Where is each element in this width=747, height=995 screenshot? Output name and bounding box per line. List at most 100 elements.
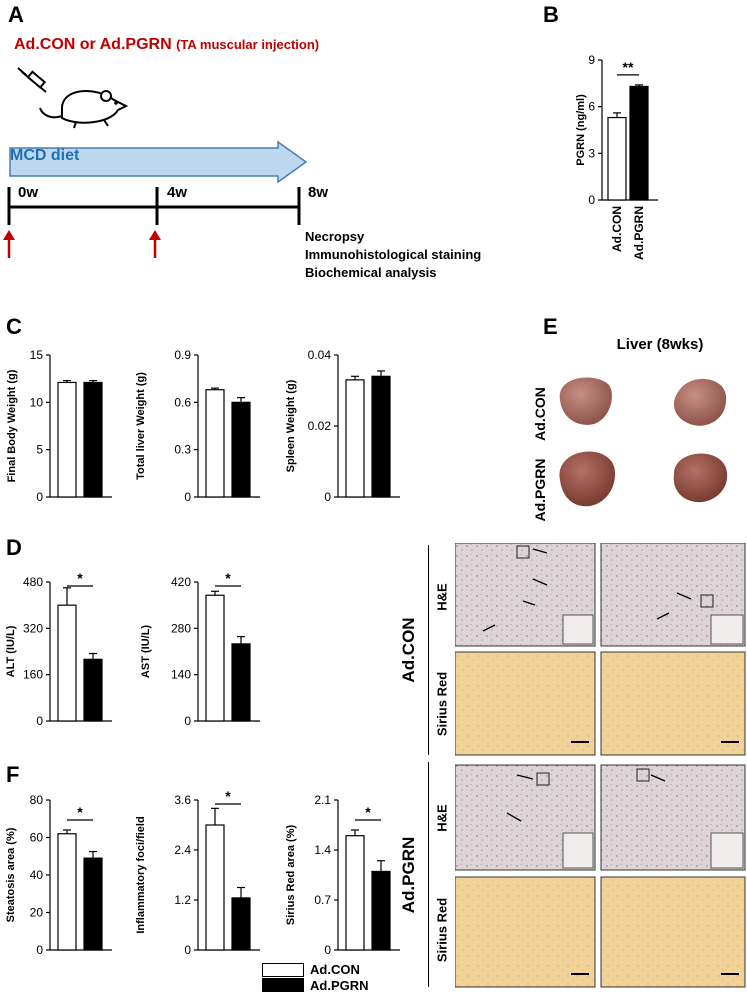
y-axis-label: ALT (IU/L): [5, 625, 17, 677]
gross-label-pgrn: Ad.PGRN: [532, 458, 548, 522]
y-axis-label: Final Body Weight (g): [6, 369, 18, 482]
y-tick-label: 15: [30, 348, 44, 362]
legend: Ad.CON Ad.PGRN: [262, 962, 369, 993]
y-tick-label: 20: [30, 906, 44, 920]
legend-item-con: Ad.CON: [262, 962, 369, 977]
diet-arrow: [9, 140, 308, 184]
y-axis-label: Total liver Weight (g): [135, 372, 147, 480]
panel-label-b: B: [543, 2, 559, 27]
y-tick-label: 320: [23, 621, 43, 635]
mouse-syringe-icon: [17, 67, 129, 129]
y-tick-label: 160: [23, 668, 43, 682]
sr-pgrn-1: [455, 876, 596, 988]
panel-label-d: D: [6, 535, 22, 560]
bar-ad-pgrn: [231, 643, 251, 722]
diet-label: MCD diet: [10, 147, 80, 164]
significance-marker: *: [225, 790, 231, 804]
bar-ad-pgrn: [629, 85, 649, 201]
y-tick-label: 0: [324, 943, 331, 957]
outcomes-list: Necropsy Immunohistological staining Bio…: [305, 228, 481, 282]
y-axis-label: PGRN (ng/ml): [575, 94, 587, 166]
bar-ad-pgrn: [231, 897, 251, 951]
timeline: [3, 187, 301, 258]
y-axis-label: Sirius Red area (%): [285, 825, 297, 926]
liver-con-1: [559, 377, 612, 425]
panel-label-f: F: [6, 762, 20, 787]
legend-item-pgrn: Ad.PGRN: [262, 977, 369, 993]
significance-marker: *: [365, 804, 371, 820]
x-category-label: Ad.PGRN: [632, 206, 646, 260]
histo-group-label-con: Ad.CON: [399, 617, 418, 683]
bar-ad-pgrn: [83, 857, 103, 951]
y-tick-label: 2.1: [314, 793, 331, 807]
injection-arrows: [3, 230, 161, 258]
legend-label-con: Ad.CON: [310, 962, 360, 977]
y-tick-label: 0: [36, 943, 43, 957]
sr-pgrn-2: [600, 876, 746, 988]
he-con-2: [600, 543, 746, 647]
bar-ad-con: [205, 594, 225, 722]
y-tick-label: 0.9: [174, 348, 191, 362]
panel-label-c: C: [6, 314, 22, 339]
y-tick-label: 420: [171, 575, 191, 589]
y-tick-label: 3: [588, 146, 595, 160]
bar-ad-pgrn: [83, 381, 103, 498]
y-tick-label: 0.04: [308, 348, 332, 362]
stain-label-sr-2: Sirius Red: [434, 897, 450, 963]
he-con-1: [455, 543, 596, 647]
histo-group-label-pgrn: Ad.PGRN: [399, 836, 418, 913]
panel-label-e: E: [543, 314, 558, 339]
y-tick-label: 60: [30, 831, 44, 845]
significance-marker: *: [77, 804, 83, 820]
y-tick-label: 9: [588, 53, 595, 67]
y-tick-label: 0.3: [174, 443, 191, 457]
stain-label-he-2: H&E: [434, 803, 450, 832]
time-0w: 0w: [18, 184, 39, 201]
y-tick-label: 0: [184, 490, 191, 504]
histology-images: [455, 543, 746, 988]
y-tick-label: 140: [171, 668, 191, 682]
y-tick-label: 80: [30, 793, 44, 807]
sr-con-1: [455, 651, 596, 756]
x-category-label: Ad.CON: [610, 206, 624, 252]
legend-swatch-pgrn: [262, 978, 304, 992]
he-pgrn-1: [455, 764, 596, 871]
y-tick-label: 480: [23, 575, 43, 589]
legend-swatch-con: [262, 962, 304, 977]
bar-ad-con: [57, 381, 77, 498]
y-axis-label: Steatosis area (%): [5, 827, 17, 922]
stain-label-he-1: H&E: [434, 582, 450, 611]
y-axis-label: AST (IU/L): [140, 625, 152, 678]
y-tick-label: 0: [36, 714, 43, 728]
time-4w: 4w: [167, 184, 188, 201]
he-pgrn-2: [600, 764, 746, 871]
liver-pgrn-2: [673, 453, 728, 503]
liver-gross-images: [559, 377, 728, 507]
bar-ad-con: [57, 604, 77, 722]
y-tick-label: 40: [30, 868, 44, 882]
y-tick-label: 0: [36, 490, 43, 504]
liver-con-2: [674, 378, 727, 426]
panel-label-a: A: [8, 2, 24, 27]
gross-label-con: Ad.CON: [532, 387, 548, 441]
significance-marker: **: [623, 59, 634, 75]
bar-ad-pgrn: [371, 870, 391, 951]
y-tick-label: 1.4: [314, 843, 331, 857]
bar-ad-con: [205, 824, 225, 951]
panel-a-title: Ad.CON or Ad.PGRN (TA muscular injection…: [14, 36, 319, 54]
y-tick-label: 1.2: [174, 893, 191, 907]
y-tick-label: 0: [588, 193, 595, 207]
significance-marker: *: [77, 570, 83, 586]
y-axis-label: Inflammatory foci/field: [135, 816, 147, 933]
y-tick-label: 0: [184, 714, 191, 728]
liver-pgrn-1: [559, 451, 616, 507]
y-tick-label: 0.02: [308, 419, 332, 433]
outcome-necropsy: Necropsy: [305, 229, 365, 244]
